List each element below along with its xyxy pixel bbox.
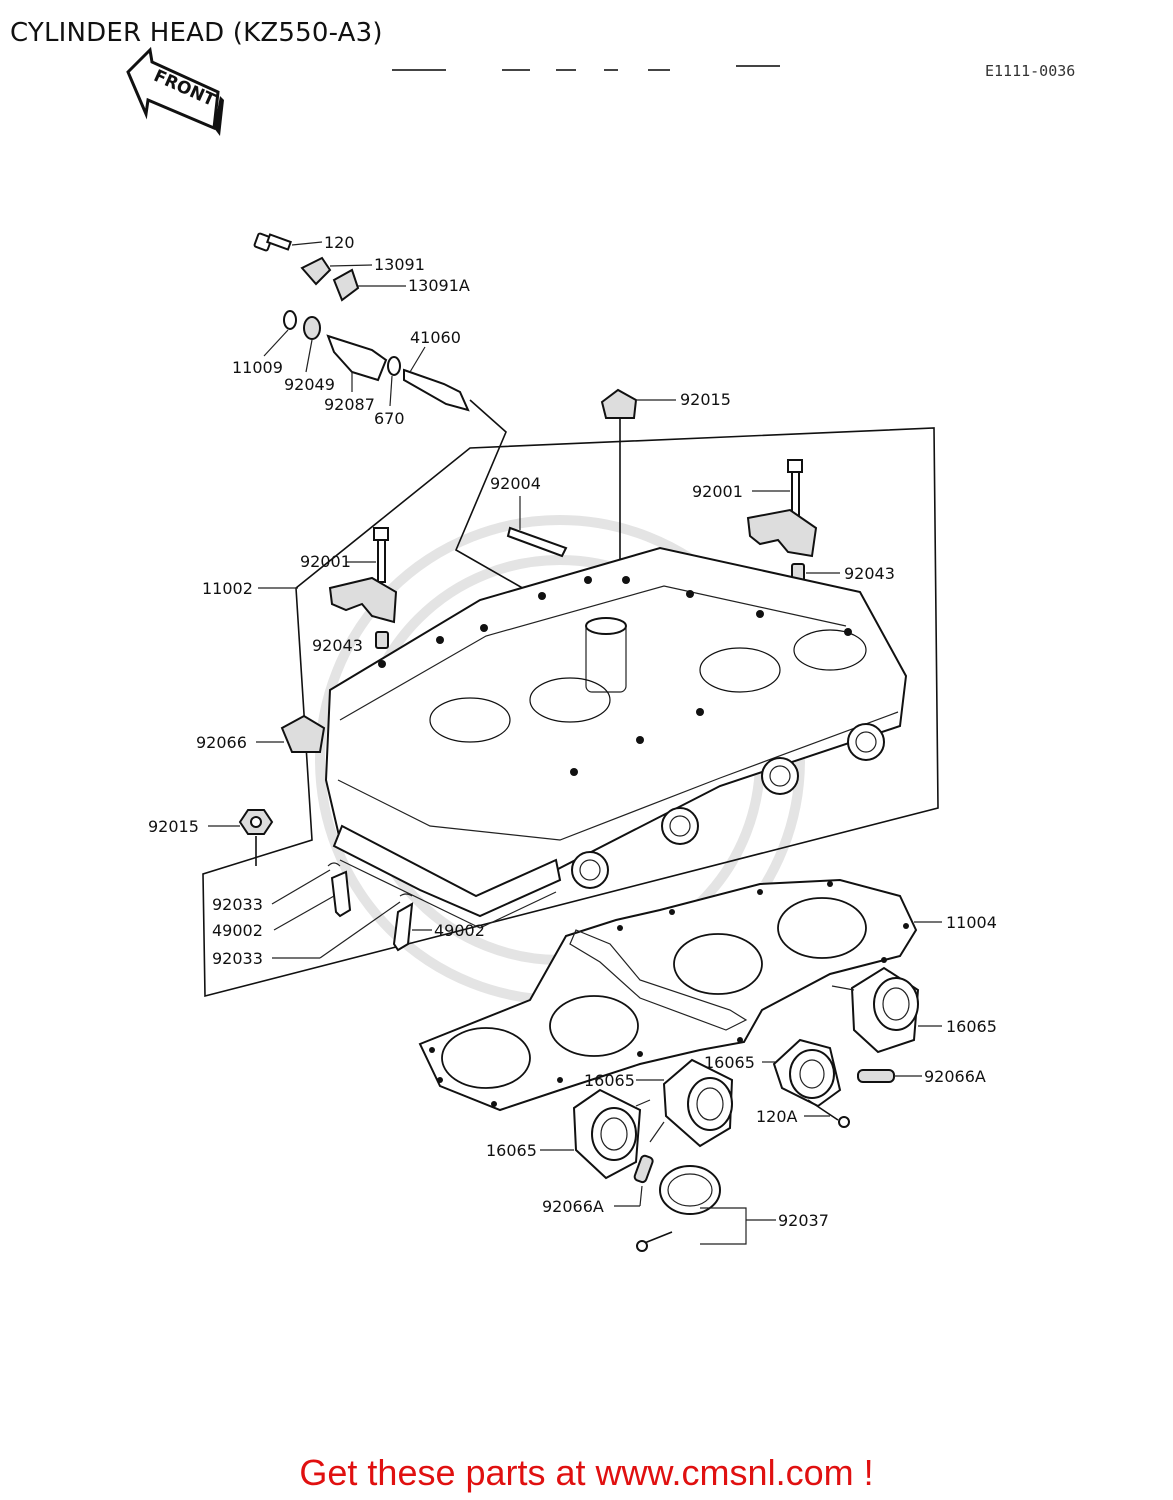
callout-92033-lower: 92033 bbox=[212, 949, 263, 968]
callout-92066: 92066 bbox=[196, 733, 247, 752]
diagram-title: CYLINDER HEAD (KZ550-A3) bbox=[10, 18, 383, 48]
callout-16065-a: 16065 bbox=[946, 1017, 997, 1036]
cap-nut-92015-icon bbox=[600, 388, 638, 419]
callout-11009: 11009 bbox=[232, 358, 283, 377]
callout-11004: 11004 bbox=[946, 913, 997, 932]
callout-92066a-left: 92066A bbox=[542, 1197, 604, 1216]
cylinder-head-11002-icon bbox=[324, 546, 908, 929]
callout-120a: 120A bbox=[756, 1107, 798, 1126]
callout-49002-right: 49002 bbox=[434, 921, 485, 940]
callout-49002-left: 49002 bbox=[212, 921, 263, 940]
callout-92049: 92049 bbox=[284, 375, 335, 394]
intake-holder-16065-d-icon bbox=[572, 1088, 651, 1180]
tensioner-assembly-icon bbox=[283, 310, 470, 412]
header-scan-marks bbox=[392, 65, 780, 71]
callout-92033-upper: 92033 bbox=[212, 895, 263, 914]
callout-16065-c: 16065 bbox=[584, 1071, 635, 1090]
callout-92043-left: 92043 bbox=[312, 636, 363, 655]
holder-13091a-icon bbox=[332, 268, 360, 302]
callout-11002: 11002 bbox=[202, 579, 253, 598]
callout-670: 670 bbox=[374, 409, 405, 428]
valve-guide-49002-right-icon bbox=[392, 893, 414, 952]
footer-link-text: Get these parts at www.cmsnl.com ! bbox=[299, 1452, 874, 1493]
callout-16065-d: 16065 bbox=[486, 1141, 537, 1160]
plug-92066-icon bbox=[280, 714, 326, 753]
callout-92037: 92037 bbox=[778, 1211, 829, 1230]
valve-guide-49002-left-icon bbox=[327, 862, 352, 918]
bolt-92001-right-icon bbox=[787, 459, 803, 517]
callout-92066a-right: 92066A bbox=[924, 1067, 986, 1086]
camshaft-cap-left-icon bbox=[328, 576, 398, 624]
hose-clamp-92066a-right-icon bbox=[857, 1069, 895, 1083]
dowel-92043-left-icon bbox=[375, 631, 389, 649]
callout-92015-top: 92015 bbox=[680, 390, 731, 409]
camshaft-cap-right-icon bbox=[746, 508, 818, 558]
bolt-92001-left-icon bbox=[373, 527, 389, 583]
callout-16065-b: 16065 bbox=[704, 1053, 755, 1072]
callout-13091a: 13091A bbox=[408, 276, 470, 295]
cylinder-head-group-outline bbox=[202, 427, 939, 998]
hose-clamp-92066a-left-icon bbox=[633, 1121, 665, 1184]
callout-13091: 13091 bbox=[374, 255, 425, 274]
nut-92015-lower-icon bbox=[238, 809, 274, 835]
callout-92043-right: 92043 bbox=[844, 564, 895, 583]
stud-92004-icon bbox=[506, 526, 568, 558]
callout-92004: 92004 bbox=[490, 474, 541, 493]
intake-holder-16065-c-icon bbox=[662, 1058, 734, 1148]
callout-92015-lower: 92015 bbox=[148, 817, 199, 836]
bolt-120-icon bbox=[253, 232, 292, 252]
intake-holder-16065-b-icon bbox=[772, 1038, 842, 1108]
intake-holder-16065-a-icon bbox=[831, 966, 920, 1054]
front-arrow-icon: FRONT bbox=[126, 46, 224, 136]
callout-41060: 41060 bbox=[410, 328, 461, 347]
clamp-92037-icon bbox=[636, 1165, 721, 1252]
figure-code: E1111-0036 bbox=[985, 62, 1076, 80]
callout-92001-left: 92001 bbox=[300, 552, 351, 571]
holder-13091-icon bbox=[300, 256, 332, 286]
callout-92001-right: 92001 bbox=[692, 482, 743, 501]
bolt-120a-icon bbox=[807, 1099, 850, 1128]
head-gasket-11004-icon bbox=[418, 878, 918, 1112]
callout-92087: 92087 bbox=[324, 395, 375, 414]
callout-120: 120 bbox=[324, 233, 355, 252]
